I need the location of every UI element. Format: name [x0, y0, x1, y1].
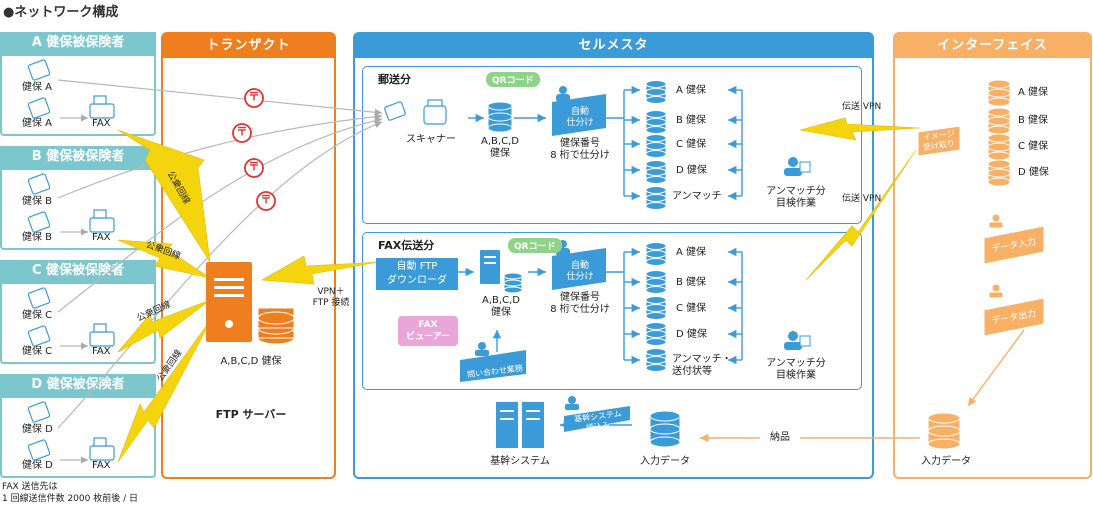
- worker-icons: [475, 86, 811, 410]
- insured-b-fax-source-label: 健保 B: [22, 232, 53, 243]
- post-mark-3: 〒: [248, 160, 260, 173]
- mail-output-unmatch: アンマッチ: [672, 191, 722, 202]
- transact-header: トランザクト: [163, 34, 334, 58]
- insured-c-fax-source-label: 健保 C: [22, 346, 53, 357]
- interface-output-c: C 健保: [1018, 141, 1049, 152]
- blue-db-icons: [487, 80, 681, 448]
- mail-title: 郵送分: [378, 73, 411, 86]
- fax-qr-tag: QRコード: [508, 238, 562, 253]
- fax-output-c: C 健保: [676, 303, 707, 314]
- insured-d-fax-label: FAX: [92, 460, 111, 471]
- fax-viewer-2: ビューアー: [405, 332, 451, 342]
- document-icons: [27, 59, 51, 461]
- insured-a-doc-label: 健保 A: [22, 82, 53, 93]
- ftp-downloader-box: [376, 258, 458, 290]
- interface-output-d: D 健保: [1018, 167, 1049, 178]
- fax-footnote-line2: 1 回線送信件数 2000 枚前後 / 日: [2, 494, 138, 504]
- fax-output-unmatch-1: アンマッチ・: [672, 354, 732, 365]
- insured-d-fax-source-label: 健保 D: [22, 460, 53, 471]
- fax-unmatch-work-1: アンマッチ分: [766, 358, 826, 369]
- mail-unmatch-work-1: アンマッチ分: [766, 186, 826, 197]
- insured-a-box: [0, 54, 156, 136]
- mail-output-a: A 健保: [676, 85, 707, 96]
- mail-db-label-1: A,B,C,D: [481, 136, 519, 147]
- transact-panel: トランザクト: [161, 32, 336, 479]
- fax-db-label-2: 健保: [491, 307, 511, 318]
- interface-icons: [917, 79, 1045, 450]
- insured-b-fax-label: FAX: [92, 232, 111, 243]
- mail-subpanel: [362, 66, 862, 224]
- fax-sort-label-2: 8 桁で仕分け: [550, 304, 610, 315]
- insured-c-doc-label: 健保 C: [22, 310, 53, 321]
- core-system-label: 基幹システム: [490, 456, 550, 467]
- mail-output-d: D 健保: [676, 165, 707, 176]
- fax-title: FAX伝送分: [378, 239, 435, 252]
- insured-b-doc-label: 健保 B: [22, 196, 53, 207]
- selmesta-input-data: 入力データ: [640, 456, 690, 467]
- vpn-transfer-2: 伝送 VPN: [842, 194, 882, 204]
- mail-sort-label-2: 8 桁で仕分け: [550, 150, 610, 161]
- delivery-label: 納品: [760, 432, 800, 444]
- fax-db-label-1: A,B,C,D: [482, 295, 520, 306]
- mail-qr-tag: QRコード: [486, 72, 540, 87]
- post-mark-2: 〒: [236, 125, 248, 138]
- transact-db-icon: [257, 307, 295, 345]
- insured-a-fax-source-label: 健保 A: [22, 118, 53, 129]
- mail-output-b: B 健保: [676, 115, 707, 126]
- fax-subpanel: [362, 232, 862, 390]
- selmesta-header: セルメスタ: [355, 34, 872, 58]
- fax-unmatch-work-2: 目検作業: [776, 370, 816, 381]
- mail-auto-sort-1: 自動: [570, 107, 589, 117]
- scanner-label: スキャナー: [406, 134, 456, 145]
- transact-server-label: A,B,C,D 健保: [220, 356, 282, 367]
- post-marks: [232, 88, 276, 211]
- mail-db-label-2: 健保: [490, 148, 510, 159]
- fax-auto-sort-1: 自動: [570, 261, 589, 271]
- insured-b-header: B 健保被保険者: [0, 146, 156, 168]
- interface-header: インターフェイス: [895, 34, 1090, 58]
- mail-unmatch-work-2: 目検作業: [776, 198, 816, 209]
- post-mark-4: 〒: [260, 193, 272, 206]
- auto-sort-panels: [460, 94, 630, 432]
- fax-output-a: A 健保: [676, 247, 707, 258]
- insured-a-header: A 健保被保険者: [0, 32, 156, 54]
- fax-footnote-line1: FAX 送信先は: [2, 482, 58, 492]
- insured-b-box: [0, 168, 156, 250]
- core-system-icon: [496, 402, 544, 448]
- post-mark-1: 〒: [248, 90, 260, 103]
- vpn-transfer-1: 伝送 VPN: [842, 102, 882, 112]
- vpn-label-2: FTP 接続: [312, 298, 350, 308]
- fax-viewer-1: FAX: [418, 320, 438, 330]
- insured-c-fax-label: FAX: [92, 346, 111, 357]
- ftp-server-icon: [206, 262, 252, 342]
- fax-machine-icons: [89, 95, 115, 461]
- page-title: ●ネットワーク構成: [3, 5, 119, 20]
- mail-auto-sort-2: 仕分け: [566, 118, 594, 128]
- fax-sort-label-1: 健保番号: [560, 292, 600, 303]
- ftp-downloader-2: ダウンローダ: [387, 275, 447, 286]
- interface-output-b: B 健保: [1018, 115, 1049, 126]
- insured-a-fax-label: FAX: [92, 118, 111, 129]
- mail-sort-label-1: 健保番号: [560, 138, 600, 149]
- ftp-server-label: FTP サーバー: [215, 408, 287, 421]
- insured-d-header: D 健保被保険者: [0, 374, 156, 396]
- fax-output-unmatch-2: 送付状等: [672, 366, 712, 377]
- interface-input-data: 入力データ: [921, 456, 971, 467]
- fax-viewer-bubble: [398, 316, 458, 346]
- fax-output-d: D 健保: [676, 329, 707, 340]
- fax-server-icon: [480, 250, 500, 284]
- scanner-icon: [384, 99, 447, 125]
- vpn-label-1: VPN＋: [317, 287, 345, 297]
- insured-d-doc-label: 健保 D: [22, 424, 53, 435]
- interface-output-a: A 健保: [1018, 87, 1049, 98]
- fax-output-b: B 健保: [676, 277, 707, 288]
- ftp-downloader-1: 自動 FTP: [396, 261, 438, 272]
- mail-output-c: C 健保: [676, 139, 707, 150]
- fax-auto-sort-2: 仕分け: [566, 272, 594, 282]
